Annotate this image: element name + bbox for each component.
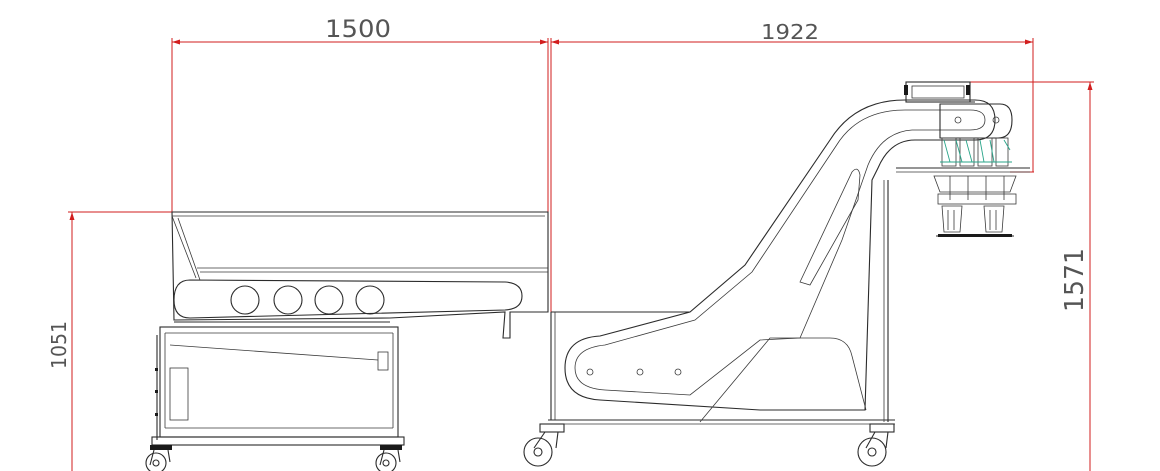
- dim-1571-arrow-top: [1087, 82, 1093, 90]
- belt-riser-slot: [799, 168, 861, 286]
- head-pulley-2: [992, 116, 1000, 124]
- hopper-assembly: [170, 211, 549, 339]
- nozzle-column-1: [941, 137, 957, 167]
- elevator-caster-left: [523, 423, 565, 467]
- filling-cup-upper: [933, 175, 1017, 200]
- head-top-clamp-left: [904, 85, 908, 95]
- belt-lower-brace: [699, 337, 867, 423]
- belt-housing-inner: [574, 109, 986, 396]
- caster-hub-elev-right: [867, 447, 877, 457]
- dim-label-1051: 1051: [47, 321, 71, 369]
- elevator-caster-right: [857, 423, 895, 467]
- caster-wheel-elev-right: [857, 437, 887, 467]
- caster-fork-right: [379, 449, 401, 466]
- caster-plate-elev-right: [869, 423, 895, 433]
- nozzle-column-4: [995, 137, 1009, 167]
- stand-slant-brace: [169, 344, 379, 361]
- head-top-box-inner: [911, 85, 965, 99]
- hopper-window-1: [230, 285, 260, 315]
- nozzle-column-2: [959, 137, 975, 167]
- hopper-window-2: [273, 285, 303, 315]
- caster-hub-elev-left: [533, 447, 543, 457]
- head-top-box: [905, 81, 971, 103]
- dim-1922-arrow-right: [1025, 39, 1033, 45]
- filling-cup-collar: [937, 193, 1017, 205]
- belt-roller-3: [674, 368, 682, 376]
- stand-rail-marker-1: [155, 368, 158, 371]
- stand-base-bar: [151, 436, 405, 446]
- belt-housing-outer: [564, 99, 996, 411]
- caster-fork-elev-left: [533, 431, 559, 449]
- stand-motor-box: [169, 367, 189, 421]
- head-top-clamp-right: [966, 85, 970, 95]
- elevator-frame: [548, 180, 895, 425]
- hopper-window-4: [355, 285, 385, 315]
- caster-plate-elev-left: [539, 423, 565, 433]
- stand-control-block: [377, 351, 389, 371]
- dosing-head: [896, 81, 1030, 237]
- hopper-stand: [151, 326, 405, 446]
- dim-1051-arrow-top: [69, 212, 75, 220]
- head-pulley-1: [954, 116, 962, 124]
- dim-label-1922: 1922: [761, 20, 819, 44]
- head-housing: [939, 103, 1013, 139]
- hopper-caster-left: [145, 445, 172, 471]
- caster-plate-right: [380, 445, 402, 450]
- dim-1500-arrow-right: [540, 39, 548, 45]
- dim-label-1571: 1571: [1060, 248, 1090, 312]
- belt-roller-1: [586, 368, 594, 376]
- dim-1922-arrow-left: [551, 39, 559, 45]
- caster-hub-right: [382, 459, 390, 467]
- hopper-window-3: [314, 285, 344, 315]
- filling-cup-tips: [947, 210, 997, 230]
- filling-cup-lower: [941, 205, 1005, 233]
- stand-frame: [159, 326, 399, 438]
- filling-cup-base-plate: [938, 234, 1012, 237]
- caster-fork-elev-right: [865, 431, 889, 449]
- hopper-caster-right: [375, 445, 402, 471]
- dimension-lines: [68, 38, 1094, 471]
- nozzle-guide-green: [943, 139, 1011, 163]
- elevator-belt-housing: [564, 99, 1000, 423]
- dim-label-1500: 1500: [325, 15, 391, 43]
- dim-1500-arrow-left: [172, 39, 180, 45]
- hopper-conveyor-slot: [173, 279, 523, 319]
- caster-wheel-elev-left: [523, 437, 553, 467]
- stand-rail-marker-3: [155, 413, 158, 416]
- belt-roller-2: [636, 368, 644, 376]
- caster-fork-left: [149, 449, 171, 466]
- stand-rail-marker-2: [155, 390, 158, 393]
- caster-hub-left: [152, 459, 160, 467]
- hopper-body: [171, 211, 549, 339]
- hopper-slope-panel: [171, 215, 201, 281]
- caster-plate-left: [150, 445, 172, 450]
- caster-wheel-right: [375, 452, 397, 471]
- caster-wheel-left: [145, 452, 167, 471]
